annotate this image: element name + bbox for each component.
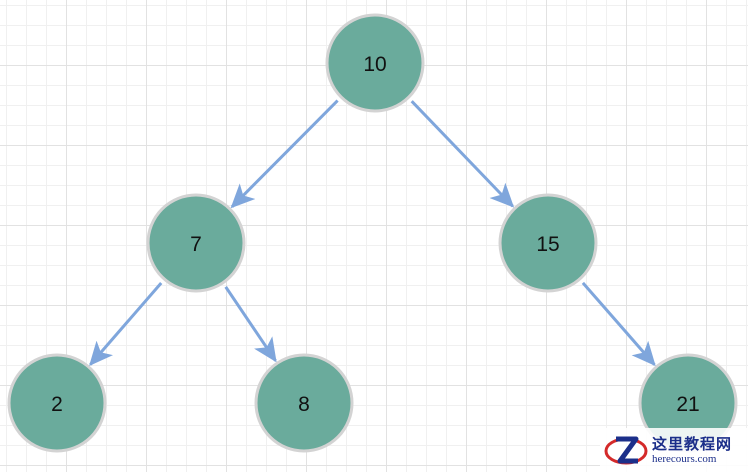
node-circle bbox=[498, 193, 598, 293]
edge-n10-n7 bbox=[230, 99, 339, 209]
watermark-text: 这里教程网 herecours.com bbox=[652, 435, 732, 466]
tree-node-15: 15 bbox=[498, 193, 598, 293]
watermark-url: herecours.com bbox=[652, 452, 717, 465]
nodes-layer: 10 7 15 2 8 21 bbox=[7, 13, 738, 453]
watermark-title: 这里教程网 bbox=[652, 434, 733, 453]
edge-n15-n21 bbox=[581, 281, 656, 367]
tree-node-2: 2 bbox=[7, 353, 107, 453]
node-label: 2 bbox=[51, 393, 63, 416]
tree-node-10: 10 bbox=[325, 13, 425, 113]
node-circle bbox=[254, 353, 354, 453]
node-label: 21 bbox=[676, 393, 699, 416]
edge-n10-n15 bbox=[410, 100, 515, 208]
node-label: 10 bbox=[363, 53, 386, 76]
watermark: 这里教程网 herecours.com bbox=[600, 428, 748, 472]
node-label: 15 bbox=[536, 233, 559, 256]
tree-node-7: 7 bbox=[146, 193, 246, 293]
edge-n7-n2 bbox=[89, 282, 163, 367]
node-circle bbox=[325, 13, 425, 113]
edge-n7-n8 bbox=[224, 286, 277, 363]
node-circle bbox=[146, 193, 246, 293]
tree-node-8: 8 bbox=[254, 353, 354, 453]
node-circle bbox=[7, 353, 107, 453]
edges-layer bbox=[89, 99, 656, 367]
z-logo-icon bbox=[604, 436, 648, 465]
node-label: 7 bbox=[190, 233, 202, 256]
node-label: 8 bbox=[298, 393, 310, 416]
